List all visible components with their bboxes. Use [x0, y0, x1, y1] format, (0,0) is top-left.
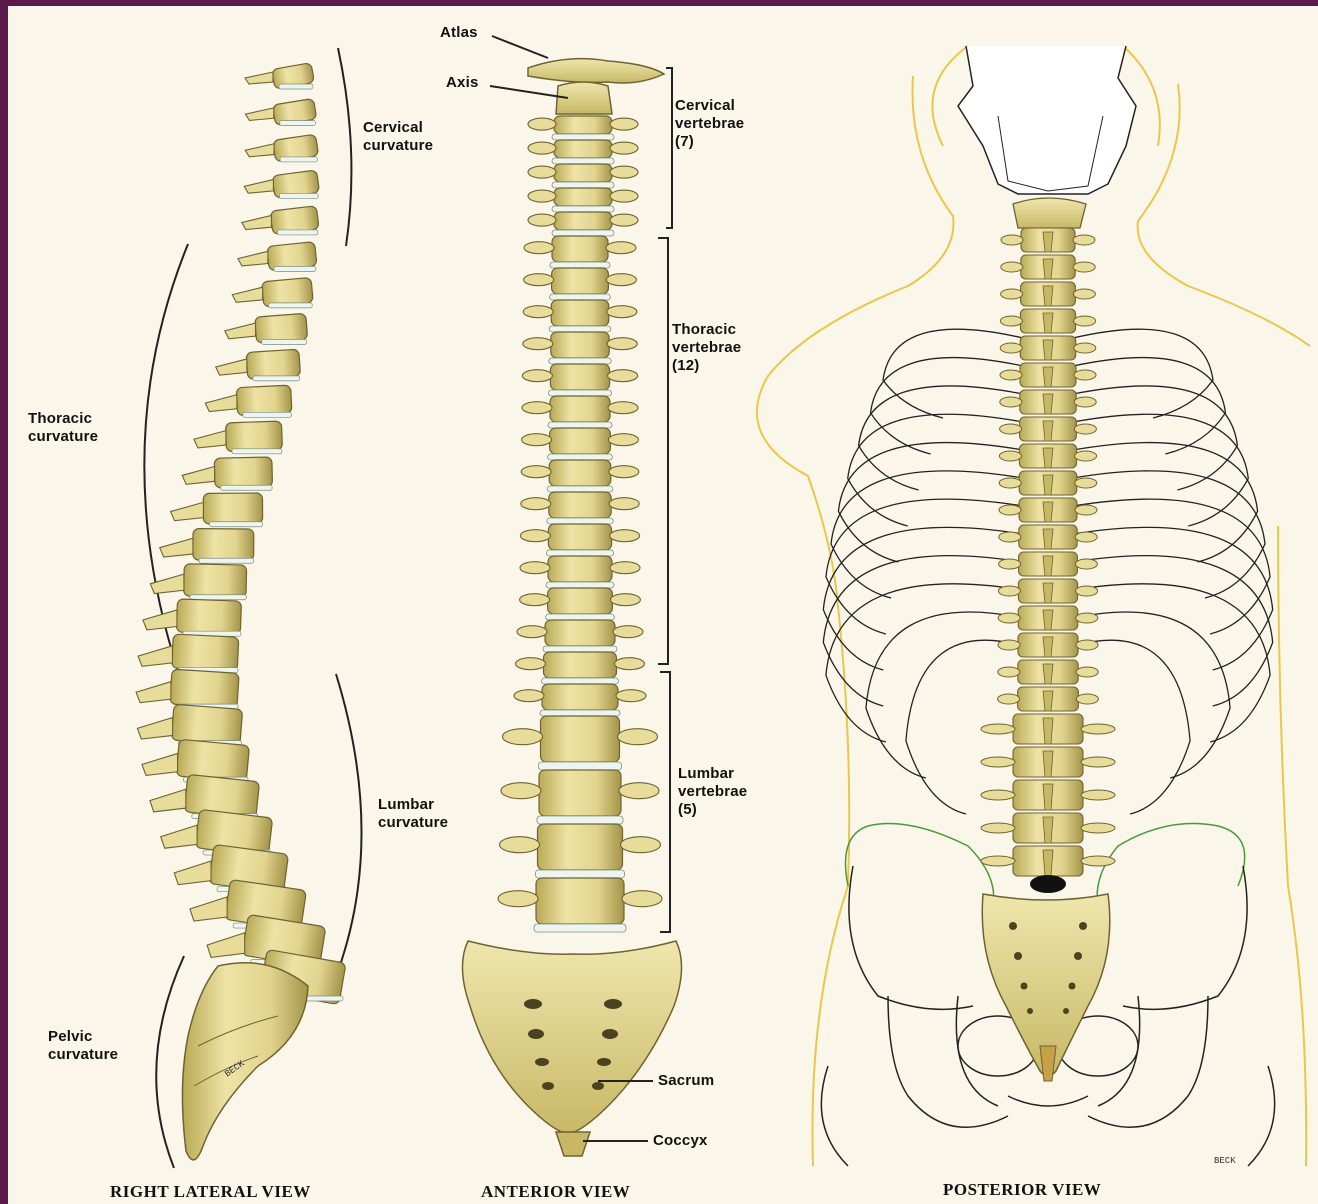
label-thoracic-vertebrae: Thoracic vertebrae (12) — [672, 321, 741, 375]
cervical-bracket — [666, 68, 672, 228]
caption-anterior-view: ANTERIOR VIEW — [481, 1182, 630, 1202]
posterior-view-drawing — [757, 46, 1310, 1166]
axis-pointer — [490, 86, 568, 98]
label-pelvic-curvature: Pelvic curvature — [48, 1028, 118, 1064]
lateral-sacrum — [182, 963, 308, 1160]
thoracic-bracket — [658, 238, 668, 664]
label-atlas: Atlas — [440, 24, 478, 42]
label-thoracic-curvature: Thoracic curvature — [28, 410, 98, 446]
label-axis: Axis — [446, 74, 479, 92]
caption-posterior-view: POSTERIOR VIEW — [943, 1180, 1101, 1200]
label-cervical-curvature: Cervical curvature — [363, 119, 433, 155]
lumbar-curvature-arc — [336, 674, 362, 971]
spine-illustration — [8, 6, 1318, 1204]
lumbar-bracket — [660, 672, 670, 932]
label-sacrum: Sacrum — [658, 1072, 714, 1090]
lateral-view-drawing — [136, 48, 361, 1168]
skull — [958, 46, 1136, 194]
anterior-sacrum — [462, 941, 681, 1134]
caption-right-lateral-view: RIGHT LATERAL VIEW — [110, 1182, 311, 1202]
cervical-curvature-arc — [338, 48, 351, 246]
label-lumbar-vertebrae: Lumbar vertebrae (5) — [678, 765, 747, 819]
body-outline-right — [1138, 84, 1310, 346]
anatomy-plate: Atlas Axis Cervical curvature Thoracic c… — [8, 6, 1318, 1204]
label-lumbar-curvature: Lumbar curvature — [378, 796, 448, 832]
body-outline-left — [757, 76, 954, 1166]
pelvic-curvature-arc — [156, 956, 184, 1168]
artist-signature-posterior: BECK — [1214, 1156, 1236, 1166]
anterior-coccyx — [556, 1132, 590, 1156]
atlas-pointer — [492, 36, 548, 58]
label-cervical-vertebrae: Cervical vertebrae (7) — [675, 97, 744, 151]
anterior-view-drawing — [462, 36, 681, 1156]
label-coccyx: Coccyx — [653, 1132, 708, 1150]
atlas-vertebra — [528, 59, 664, 83]
